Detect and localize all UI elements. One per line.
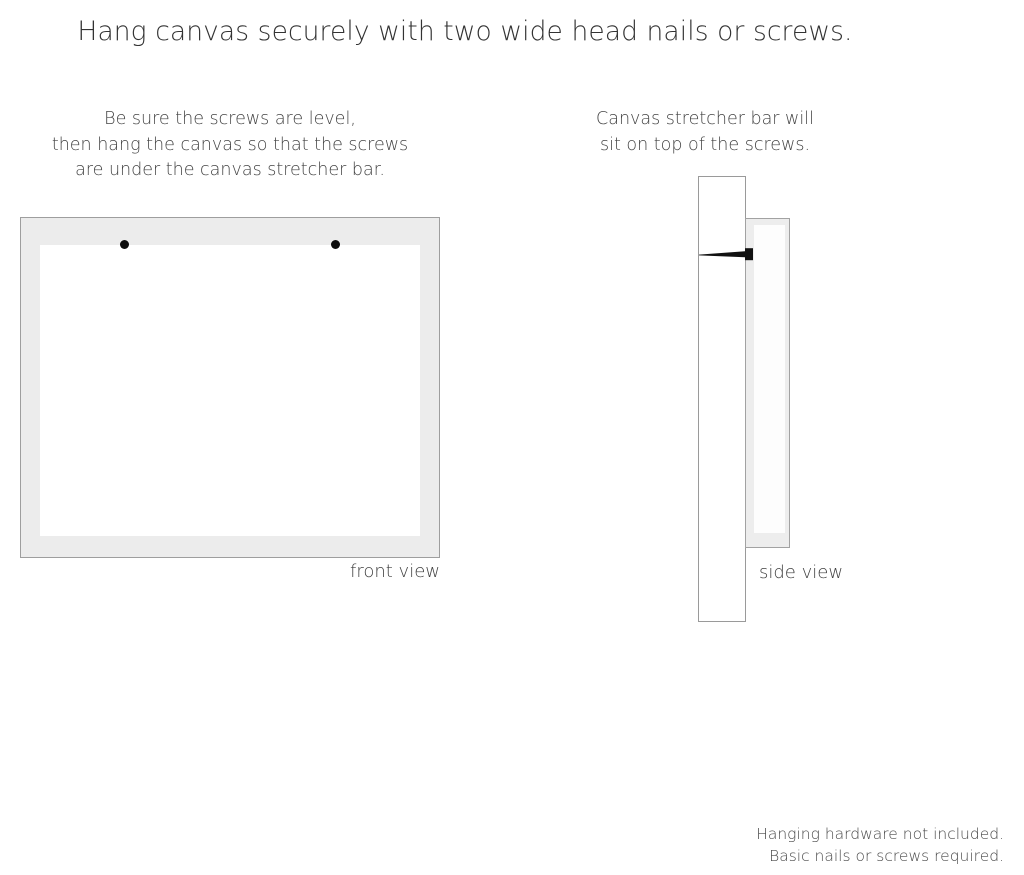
canvas-stretcher-bar-side	[745, 218, 790, 548]
front-view-caption: Be sure the screws are level, then hang …	[20, 107, 440, 184]
footer-line-1: Hanging hardware not included.	[756, 825, 1004, 843]
front-caption-line-3: are under the canvas stretcher bar.	[75, 160, 385, 180]
side-caption-line-2: sit on top of the screws.	[599, 134, 811, 155]
side-view-label: side view	[759, 562, 844, 583]
front-caption-line-2: then hang the canvas so that the screws	[51, 134, 409, 155]
side-view-illustration	[690, 170, 830, 630]
screw-dot-right-icon	[331, 240, 340, 249]
front-view-illustration	[20, 217, 440, 558]
screw-dot-left-icon	[120, 240, 129, 249]
side-caption-line-1: Canvas stretcher bar will	[596, 109, 814, 129]
canvas-panel-front	[40, 245, 420, 536]
footer-line-2: Basic nails or screws required.	[769, 847, 1004, 865]
page-title: Hang canvas securely with two wide head …	[77, 16, 853, 47]
front-view-label: front view	[350, 561, 440, 582]
front-caption-line-1: Be sure the screws are level,	[104, 109, 356, 129]
wall-strip-side	[698, 176, 746, 622]
side-view-caption: Canvas stretcher bar will sit on top of …	[565, 107, 845, 158]
canvas-stretcher-bar-inner	[754, 225, 785, 533]
footer-disclaimer: Hanging hardware not included. Basic nai…	[756, 823, 1004, 867]
